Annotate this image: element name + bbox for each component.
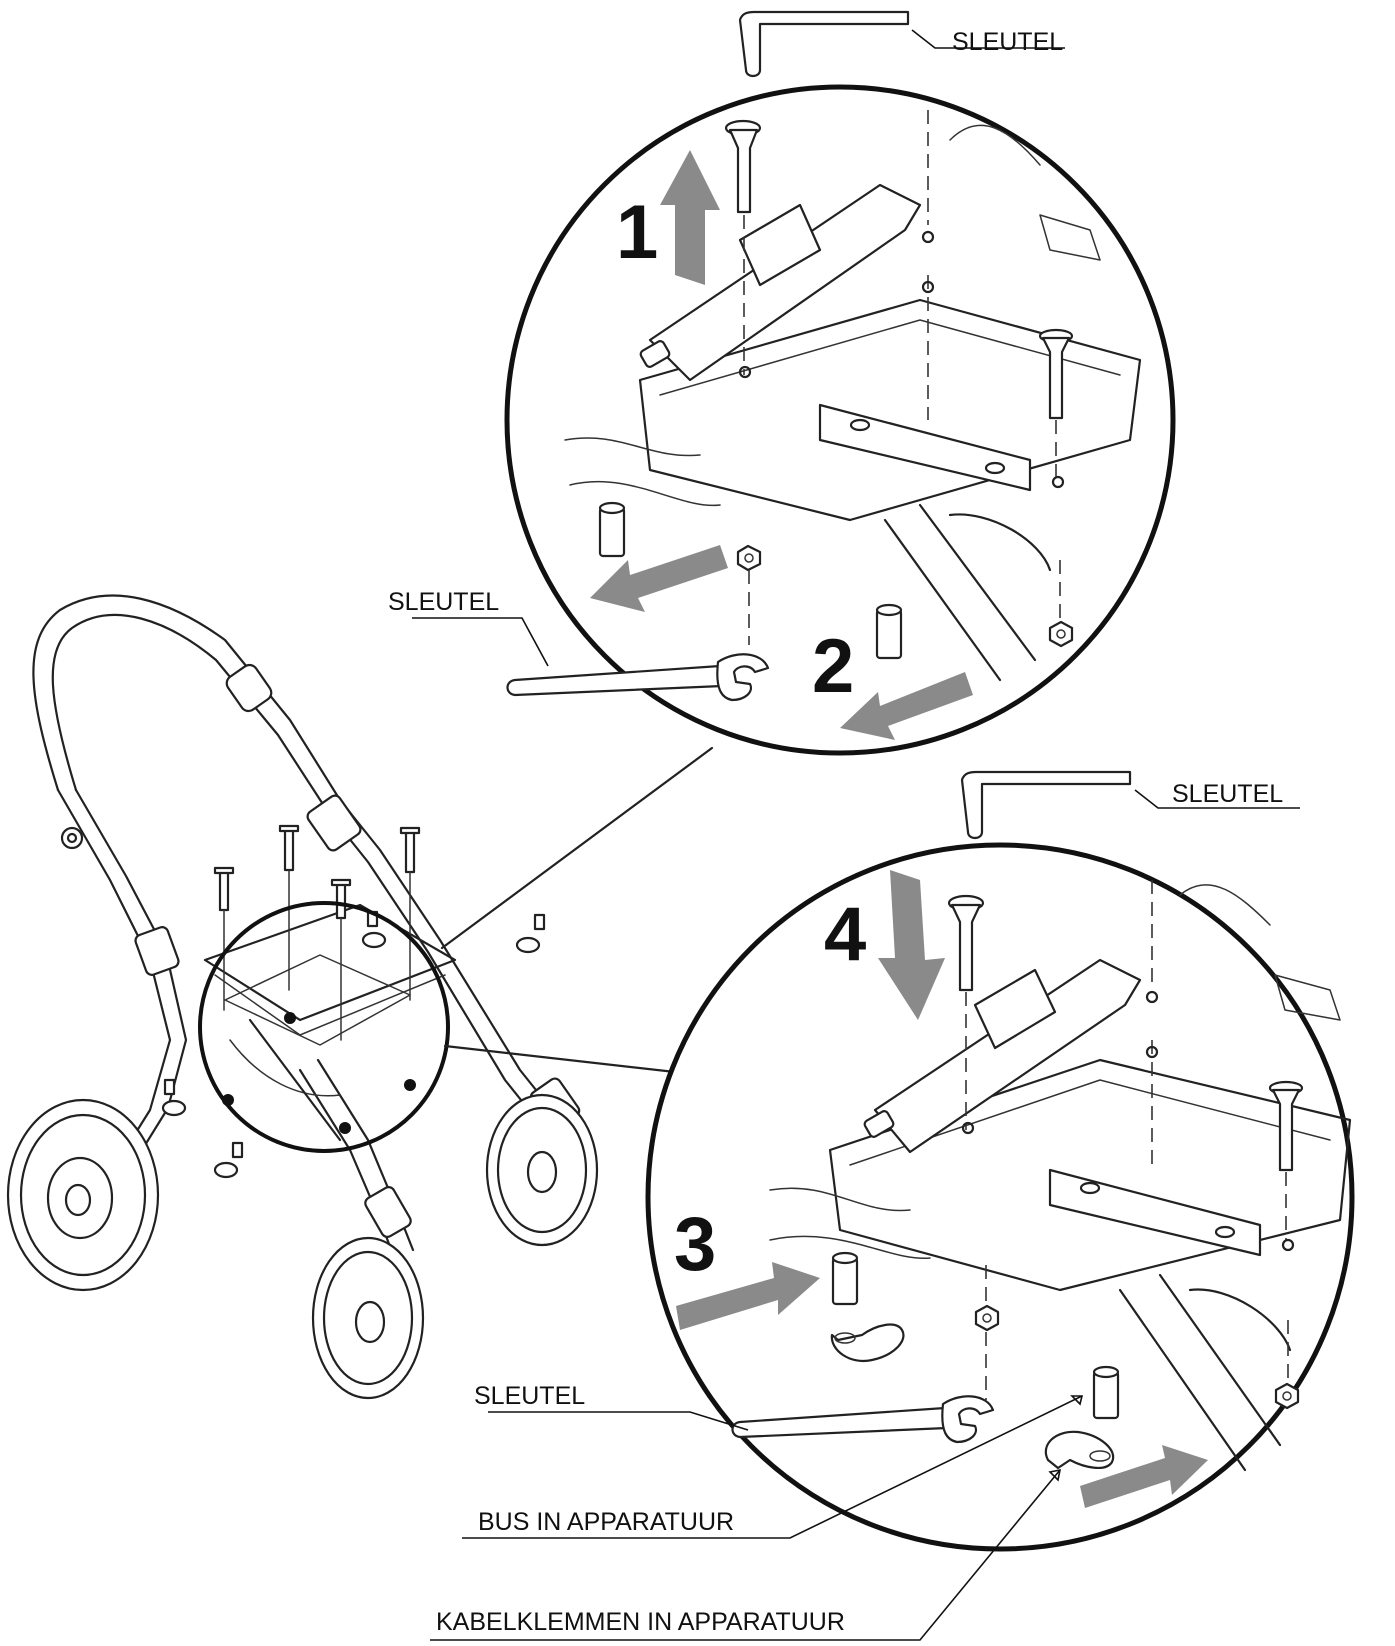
step-1-number: 1 (616, 190, 658, 275)
arrow-down-step4 (878, 870, 945, 1020)
detail-circle-top (504, 10, 1176, 756)
arrow-out-step2a (590, 545, 728, 612)
spacer-1 (598, 501, 626, 558)
spacer-2 (875, 603, 903, 660)
bolt-bottom-right (1268, 1080, 1304, 1172)
label-bus: BUS IN APPARATUUR (478, 1508, 734, 1536)
overview-clips (161, 910, 546, 1179)
rear-wheel (6, 1098, 160, 1292)
arrow-in-step3a (676, 1262, 820, 1330)
detail-circle-bottom (645, 770, 1355, 1552)
step-2-number: 2 (812, 624, 854, 709)
label-key-top-1: SLEUTEL (952, 28, 1063, 56)
wrench-1 (506, 653, 770, 702)
label-cable-clamps: KABELKLEMMEN IN APPARATUUR (436, 1608, 845, 1636)
nut-1 (736, 544, 762, 572)
arrow-up-step1 (660, 150, 720, 285)
cable-clip-2 (1044, 1430, 1115, 1470)
stroller-frame (32, 594, 581, 1262)
label-wrench-1: SLEUTEL (388, 588, 499, 616)
hex-key-1 (738, 10, 910, 78)
spacer-3 (831, 1251, 859, 1306)
spacer-4 (1092, 1365, 1120, 1420)
bolt-top-left (724, 119, 762, 214)
bolt-bottom-left (947, 894, 985, 992)
wrench-2 (731, 1395, 995, 1444)
nut-4 (1274, 1382, 1300, 1410)
detail-circle-overview (198, 901, 450, 1153)
front-wheel-right (485, 1093, 599, 1247)
nut-3 (974, 1304, 1000, 1332)
label-key-top-2: SLEUTEL (1172, 780, 1283, 808)
hex-key-2 (960, 770, 1132, 840)
step-4-number: 4 (824, 892, 866, 977)
step-3-number: 3 (674, 1202, 716, 1287)
cable-clip-1 (830, 1323, 905, 1363)
nut-2 (1048, 620, 1074, 648)
bolt-top-right (1038, 328, 1074, 420)
front-wheel-left (311, 1236, 425, 1400)
overview-bolts (213, 824, 421, 1041)
arrow-in-step3b (1080, 1445, 1208, 1508)
arrow-out-step2b (840, 672, 973, 740)
label-wrench-2: SLEUTEL (474, 1382, 585, 1410)
